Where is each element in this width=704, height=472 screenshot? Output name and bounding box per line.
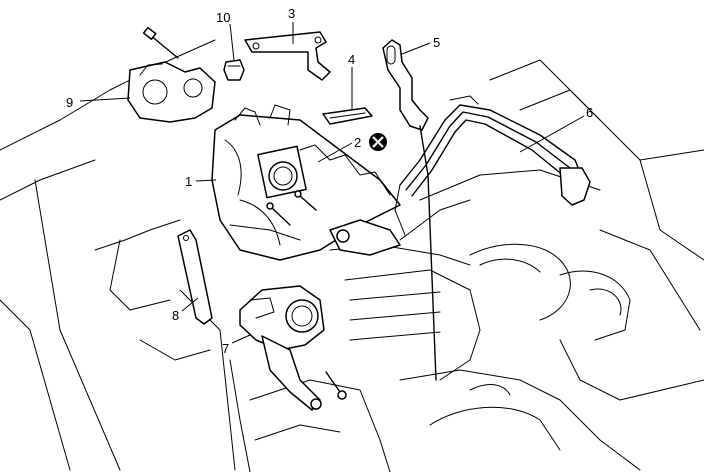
callout-7: 7 bbox=[222, 341, 229, 356]
intake-manifold bbox=[211, 104, 401, 261]
vehicle-body-outline bbox=[0, 39, 704, 472]
bracket-3 bbox=[244, 31, 331, 81]
callout-1: 1 bbox=[185, 174, 192, 189]
callout-10: 10 bbox=[216, 10, 230, 25]
callout-9: 9 bbox=[66, 95, 73, 110]
callout-4: 4 bbox=[348, 52, 355, 67]
callout-3: 3 bbox=[288, 6, 295, 21]
callout-labels: 1 2 3 4 5 6 7 8 9 10 bbox=[66, 6, 593, 356]
clip-part bbox=[223, 59, 245, 81]
idle-air-control-valve bbox=[127, 26, 216, 123]
callout-6: 6 bbox=[586, 105, 593, 120]
discard-marker-icon bbox=[369, 133, 387, 151]
leader-lines bbox=[79, 22, 585, 344]
fuel-pipe-assembly bbox=[394, 95, 591, 236]
throttle-body bbox=[239, 285, 347, 411]
stay-bracket-8 bbox=[177, 229, 213, 325]
gasket-4 bbox=[322, 107, 373, 125]
manifold-bolts bbox=[266, 190, 317, 226]
callout-5: 5 bbox=[433, 35, 440, 50]
callout-2: 2 bbox=[354, 135, 361, 150]
callout-8: 8 bbox=[172, 308, 179, 323]
